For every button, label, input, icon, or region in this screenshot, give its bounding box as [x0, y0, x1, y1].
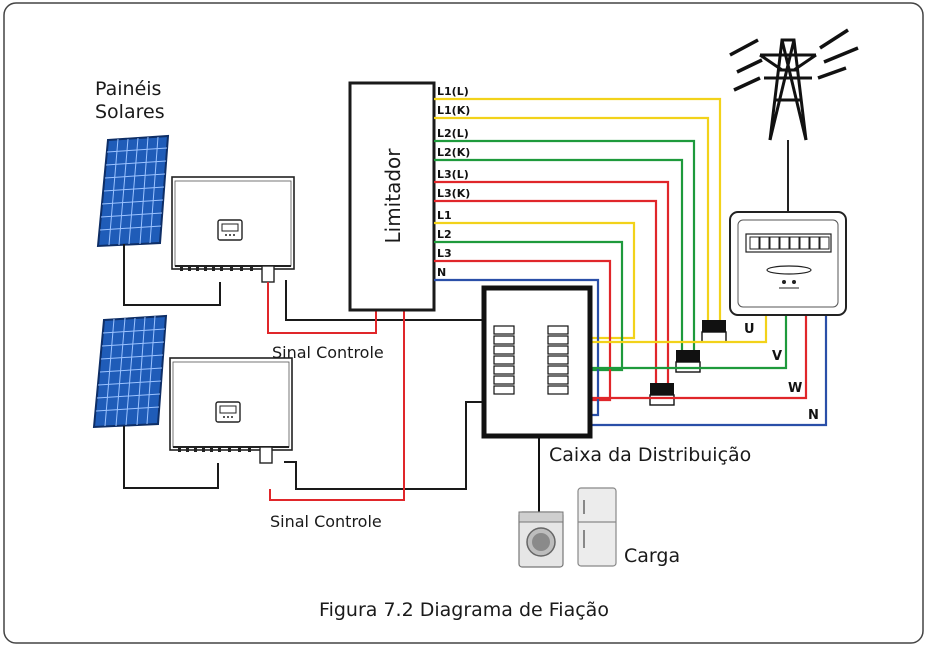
- energy-meter: [729, 140, 847, 316]
- phase-wire-n: [590, 315, 828, 427]
- distribution-box: [481, 285, 593, 512]
- distribution-box-label: Caixa da Distribuição: [549, 444, 751, 466]
- signal-control-label-top: Sinal Controle: [272, 343, 384, 362]
- inverter-bottom: [169, 357, 293, 464]
- wire-l1l: [434, 97, 722, 322]
- phase-wire-w: [590, 315, 808, 400]
- refrigerator-icon: [577, 487, 617, 567]
- wire-label-l1: L1: [437, 209, 452, 222]
- phase-wire-v: [590, 315, 788, 370]
- wire-label-l2: L2: [437, 228, 452, 241]
- limiter-box: [348, 81, 436, 312]
- signal-control-label-bottom: Sinal Controle: [270, 512, 382, 531]
- solar-panels-label-line2: Solares: [95, 101, 165, 123]
- wire-l2: [434, 240, 624, 372]
- load-label: Carga: [624, 545, 680, 567]
- panel-to-inverter-wire-top: [123, 244, 221, 306]
- inverter-bottom-ac-wire: [284, 401, 484, 490]
- wire-l2k: [434, 158, 684, 352]
- wire-label-l1k: L1(K): [437, 104, 470, 117]
- wire-label-l2k: L2(K): [437, 146, 470, 159]
- wire-label-l1l: L1(L): [437, 85, 469, 98]
- phase-label-n: N: [808, 408, 819, 423]
- phase-label-v: V: [772, 349, 782, 364]
- limiter-label: Limitador: [381, 148, 405, 244]
- solar-panel-bottom: [92, 314, 168, 429]
- ct-clamp-l1: [701, 320, 727, 343]
- wire-label-l3k: L3(K): [437, 187, 470, 200]
- wire-label-n: N: [437, 266, 446, 279]
- wire-label-l2l: L2(L): [437, 127, 469, 140]
- inverter-top: [171, 176, 295, 283]
- wire-l3k: [434, 199, 658, 385]
- signal-control-wire-bottom: [269, 310, 405, 501]
- solar-panels-label-line1: Painéis: [95, 78, 161, 100]
- wire-n: [434, 278, 600, 417]
- signal-control-wire-top: [267, 282, 377, 334]
- wire-l3l: [434, 180, 670, 385]
- washing-machine-icon: [518, 511, 564, 568]
- wire-label-l3l: L3(L): [437, 168, 469, 181]
- wire-l2l: [434, 139, 696, 352]
- phase-wire-u: [590, 315, 768, 344]
- inverter-top-ac-wire: [285, 280, 484, 321]
- phase-label-w: W: [788, 381, 802, 396]
- ct-clamp-l3: [649, 383, 675, 406]
- power-tower-icon: [729, 28, 859, 141]
- wire-l3: [434, 259, 612, 402]
- wire-l1: [434, 221, 636, 340]
- figure-caption: Figura 7.2 Diagrama de Fiação: [319, 599, 609, 621]
- solar-panel-top: [96, 134, 170, 248]
- panel-to-inverter-wire-bottom: [123, 426, 219, 489]
- wire-label-l3: L3: [437, 247, 452, 260]
- diagram-frame: [3, 2, 924, 644]
- phase-label-u: U: [744, 322, 755, 337]
- wire-l1k: [434, 116, 710, 322]
